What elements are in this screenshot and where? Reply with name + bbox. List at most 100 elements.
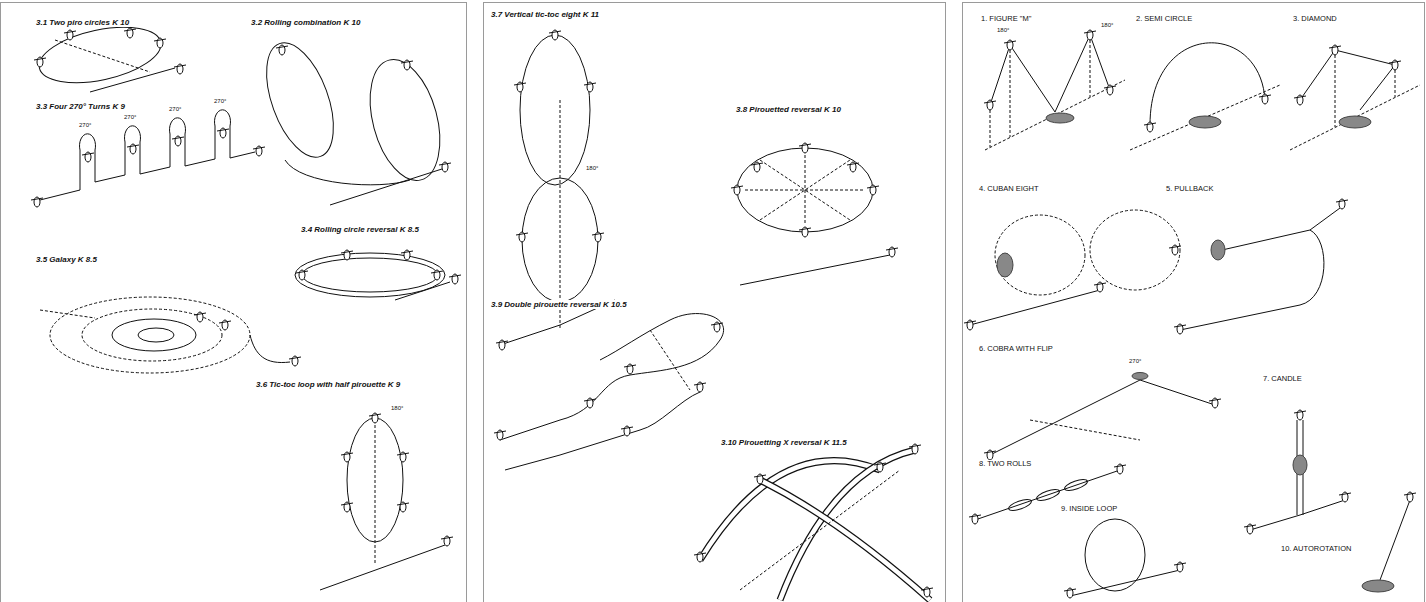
panel xyxy=(484,3,946,602)
helicopter-symbol xyxy=(341,452,353,462)
helicopter-symbol xyxy=(1294,410,1306,420)
manoeuvre-title: 3.9 Double pirouette reversal K 10.5 xyxy=(490,300,628,309)
flight-path xyxy=(1300,50,1395,110)
manoeuvre-title: 3.6 Tic-toc loop with half pirouette K 9 xyxy=(255,380,401,389)
dimension-line xyxy=(990,110,991,147)
flight-path xyxy=(1380,500,1410,580)
helicopter-symbol xyxy=(124,28,136,38)
axis-line xyxy=(805,155,806,225)
landing-pad xyxy=(1339,116,1371,128)
entry-path xyxy=(1070,570,1180,596)
manoeuvre-title: 3.10 Pirouetting X reversal K 11.5 xyxy=(720,438,848,447)
manoeuvre-figure xyxy=(1174,199,1348,334)
flight-band xyxy=(760,480,930,600)
helicopter-symbol xyxy=(296,270,308,280)
flight-band xyxy=(700,461,880,560)
helicopter-symbol xyxy=(592,232,604,242)
manoeuvre-figure xyxy=(34,18,186,93)
flight-path xyxy=(295,253,445,297)
helicopter-symbol xyxy=(516,232,528,242)
roll-disc xyxy=(1293,455,1307,475)
helicopter-symbol xyxy=(276,45,288,55)
manoeuvre-title: 9. INSIDE LOOP xyxy=(1060,505,1118,514)
helicopter-symbol xyxy=(624,364,636,374)
roll-symbol xyxy=(1063,477,1088,492)
helicopter-symbol xyxy=(1004,40,1016,50)
helicopter-symbol xyxy=(217,128,229,138)
flight-path xyxy=(737,148,873,232)
angle-label: 180° xyxy=(585,165,599,172)
helicopter-symbol xyxy=(369,413,381,423)
helicopter-symbol xyxy=(921,587,933,597)
manoeuvre-figure xyxy=(984,373,1221,461)
helicopter-symbol xyxy=(1144,122,1156,132)
roll-symbol xyxy=(1035,487,1060,502)
helicopter-symbol xyxy=(964,320,976,330)
helicopter-symbol xyxy=(1064,588,1076,598)
helicopter-symbol xyxy=(909,444,921,454)
flight-path xyxy=(40,110,255,200)
entry-path xyxy=(330,168,445,205)
flight-path xyxy=(995,215,1085,295)
manoeuvre-figure xyxy=(969,464,1126,524)
flight-path xyxy=(990,35,1110,112)
entry-path xyxy=(740,255,890,285)
manoeuvre-figure xyxy=(40,297,301,373)
helicopter-symbol xyxy=(1209,398,1221,408)
manoeuvre-title: 3. DIAMOND xyxy=(1292,15,1338,24)
dimension-line xyxy=(1010,50,1011,137)
helicopter-symbol xyxy=(751,162,763,172)
exit-path xyxy=(1310,208,1340,230)
entry-path xyxy=(1250,500,1345,530)
manoeuvre-figure xyxy=(1362,492,1416,592)
helicopter-symbol xyxy=(31,197,43,207)
helicopter-symbol xyxy=(1114,464,1126,474)
helicopter-symbol xyxy=(494,430,506,440)
axis-line xyxy=(740,470,900,590)
manoeuvre-title: 3.8 Pirouetted reversal K 10 xyxy=(735,105,842,114)
manoeuvre-title: 3.1 Two piro circles K 10 xyxy=(35,18,130,27)
roll-disc xyxy=(1132,373,1148,380)
helicopter-symbol xyxy=(1329,45,1341,55)
landing-pad xyxy=(1362,580,1394,592)
axis-line xyxy=(1030,420,1140,440)
helicopter-symbol xyxy=(847,162,859,172)
panel xyxy=(1,3,467,602)
flight-band xyxy=(780,450,915,600)
helicopter-symbol xyxy=(441,536,453,546)
helicopter-symbol xyxy=(584,398,596,408)
helicopter-symbol xyxy=(439,162,451,172)
dimension-line xyxy=(1090,40,1091,97)
manoeuvre-title: 3.3 Four 270° Turns K 9 xyxy=(35,102,126,111)
helicopter-symbol xyxy=(584,82,596,92)
flight-band xyxy=(700,461,880,560)
dimension-line xyxy=(1335,55,1336,127)
helicopter-symbol xyxy=(1259,94,1271,104)
roll-disc xyxy=(1211,240,1225,260)
helicopter-symbol xyxy=(514,82,526,92)
flight-path xyxy=(500,314,724,440)
roll-symbol xyxy=(1007,497,1032,512)
roll-disc xyxy=(997,253,1013,277)
helicopter-symbol xyxy=(401,250,413,260)
manoeuvre-title: 3.2 Rolling combination K 10 xyxy=(250,18,361,27)
helicopter-symbol xyxy=(1404,492,1416,502)
helicopter-symbol xyxy=(1339,492,1351,502)
helicopter-symbol xyxy=(1104,85,1116,95)
angle-label: 270° xyxy=(78,122,92,129)
helicopter-symbol xyxy=(1169,245,1181,255)
landing-pad xyxy=(1046,113,1074,123)
helicopter-symbol xyxy=(172,136,184,146)
ground-line xyxy=(1130,85,1280,150)
manoeuvre-title: 3.4 Rolling circle reversal K 8.5 xyxy=(300,225,420,234)
flight-path xyxy=(520,35,590,185)
manoeuvre-figure xyxy=(31,110,265,207)
flight-path xyxy=(1150,43,1265,125)
manoeuvre-figure xyxy=(253,34,452,205)
helicopter-symbol xyxy=(711,322,723,332)
helicopter-symbol xyxy=(799,143,811,153)
helicopter-symbol xyxy=(549,30,561,40)
helicopter-symbol xyxy=(219,320,231,330)
manoeuvre-title: 2. SEMI CIRCLE xyxy=(1135,15,1193,24)
